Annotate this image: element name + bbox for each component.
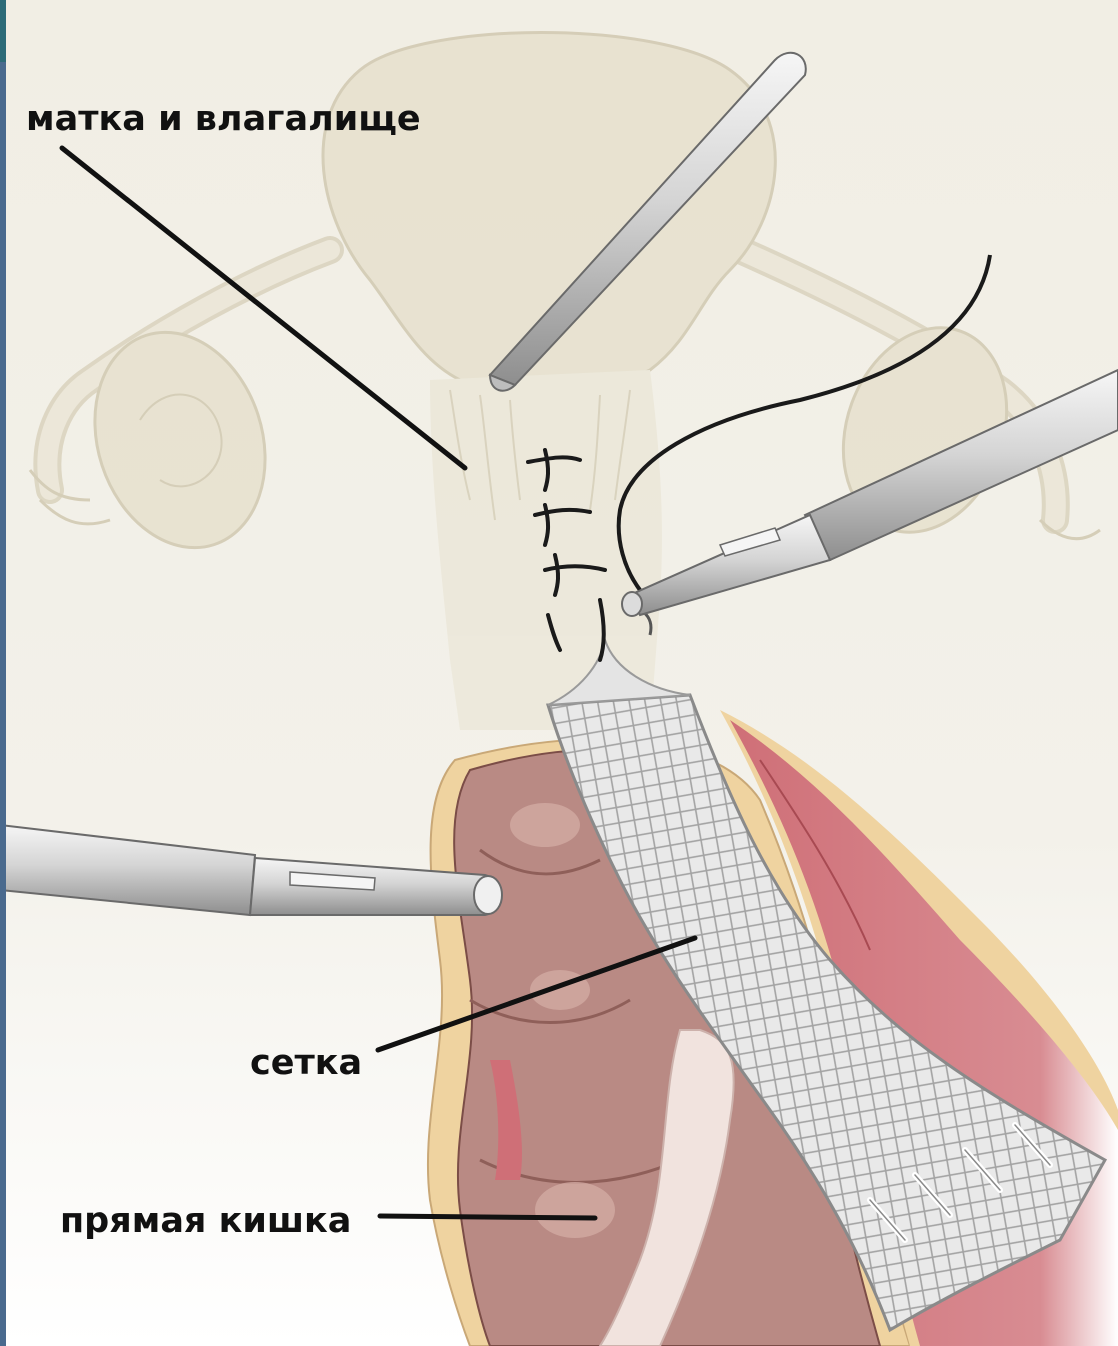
label-uterus-and-vagina: матка и влагалище xyxy=(26,102,421,137)
label-rectum: прямая кишка xyxy=(60,1204,351,1239)
frame-edge-accent xyxy=(0,0,6,62)
label-mesh: сетка xyxy=(250,1046,362,1081)
leader-line-rectum xyxy=(380,1216,595,1218)
frame-edge xyxy=(0,0,6,1346)
